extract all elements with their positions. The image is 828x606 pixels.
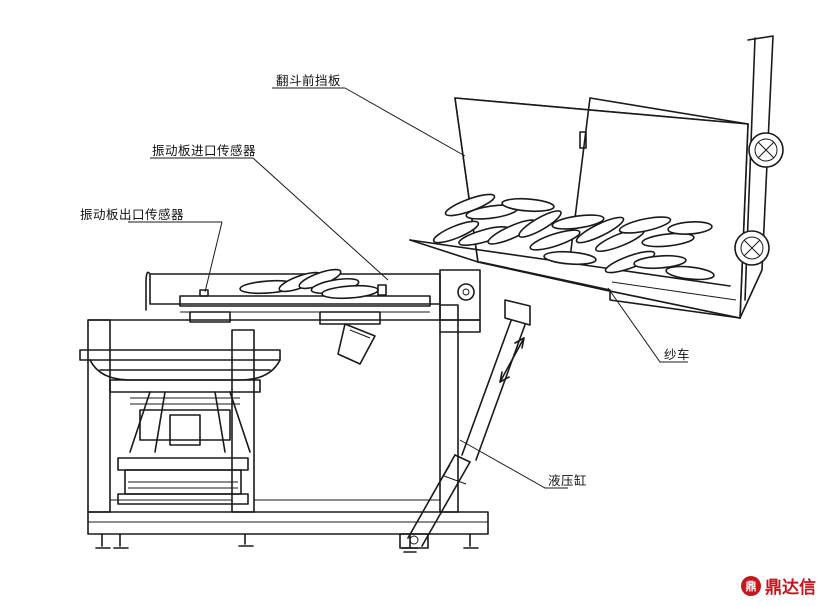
label-tipper-front-baffle: 翻斗前挡板 — [276, 73, 342, 88]
vibration-bowl — [79, 349, 281, 505]
tipper-cart — [409, 35, 784, 319]
label-plate-outlet-sensor: 振动板出口传感器 — [80, 207, 185, 222]
leader-lines — [128, 87, 688, 489]
brand-logo: 鼎 鼎达信 — [741, 573, 816, 598]
hydraulic-cylinder — [399, 299, 531, 549]
label-bobbin-cart: 纱车 — [664, 347, 691, 362]
label-plate-inlet-sensor: 振动板进口传感器 — [152, 143, 257, 158]
pivot-assembly — [439, 269, 481, 333]
plate-bobbins — [239, 268, 379, 300]
tipper-bobbins — [432, 193, 715, 281]
motion-arrow — [499, 337, 525, 383]
vibration-plate — [145, 271, 441, 365]
main-frame — [87, 304, 459, 513]
base-frame — [87, 511, 489, 553]
label-hydraulic-cylinder: 液压缸 — [548, 473, 588, 488]
logo-mark-icon: 鼎 — [741, 575, 761, 596]
logo-text: 鼎达信 — [765, 578, 816, 598]
